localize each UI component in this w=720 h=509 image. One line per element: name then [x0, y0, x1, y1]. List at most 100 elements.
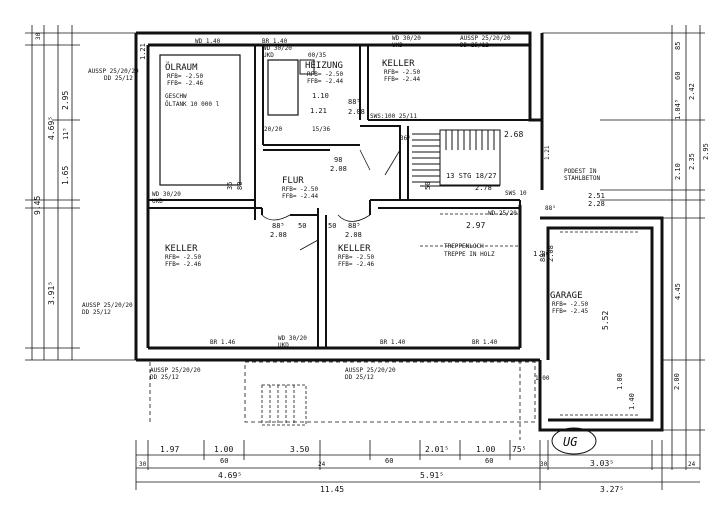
- podest-label: PODEST IN: [564, 168, 597, 175]
- dim-value: 4.69⁵: [218, 471, 242, 480]
- opening-label: WD 25/20: [488, 210, 517, 217]
- door-swings: [261, 149, 401, 251]
- dim-value: 20/20: [264, 126, 282, 133]
- room-name: HEIZUNG: [305, 61, 343, 71]
- stairwell-opening: [420, 213, 520, 247]
- left-dimensions: 9.45 4.69⁵ 3.91⁵ 2.95 1.65 11⁵ 30: [33, 32, 70, 305]
- dim-value: 2.95: [61, 91, 70, 110]
- opening-label: BR 1.40: [380, 339, 406, 346]
- dim-value: 11.45: [320, 485, 344, 494]
- dim-value: 88⁵: [539, 249, 547, 262]
- opening-label: UKD: [263, 52, 274, 59]
- dim-value: 1.97: [160, 445, 179, 454]
- dim-value: 60: [674, 72, 682, 80]
- room-name: KELLER: [338, 244, 371, 254]
- dim-value: 85: [674, 42, 682, 50]
- dim-value: 88⁵: [545, 205, 556, 212]
- dim-value: 5.52: [601, 311, 610, 330]
- opening-label: BR 1.40: [472, 339, 498, 346]
- dim-value: 11⁵: [62, 127, 70, 140]
- opening-label: AUSSP 25/20/20: [460, 35, 511, 42]
- dim-value: 2.68: [504, 130, 523, 139]
- dim-value: 30: [540, 461, 548, 468]
- dim-value: 88⁵: [348, 98, 361, 106]
- dim-value: 2.78: [475, 184, 492, 192]
- dim-value: 80: [236, 182, 244, 190]
- room-rfb: RFB= -2.50: [384, 69, 421, 76]
- dim-value: 35: [226, 182, 234, 190]
- opening-label: UKD: [152, 198, 163, 205]
- dim-lines-left: [25, 25, 136, 361]
- dim-value: 30: [139, 461, 147, 468]
- opening-label: DD 25/12: [460, 42, 489, 49]
- bottom-dimensions: 1.97 1.00 3.50 2.01⁵ 1.00 75⁵ 60 60 60 4…: [139, 445, 696, 494]
- dim-lines-bottom: [135, 440, 700, 490]
- dim-value: 2.08: [348, 108, 365, 116]
- room-rfb: RFB= -2.50: [552, 301, 589, 308]
- room-rfb: RFB= -2.50: [282, 186, 319, 193]
- dim-value: 30: [35, 32, 42, 40]
- dim-value: 88⁵: [272, 222, 285, 230]
- room-garage: GARAGE RFB= -2.50 FFB= -2.45: [550, 291, 589, 315]
- stair-count: 13 STG 18/27: [446, 172, 497, 180]
- opening-label: WD 30/20: [263, 45, 292, 52]
- inner-walls: [148, 45, 530, 348]
- dim-value: 98: [334, 156, 342, 164]
- opening-labels: WD 1.40 WD 30/20 UKD BR 1.40 WD 30/20 UK…: [82, 35, 527, 381]
- dim-value: 2.35: [688, 153, 696, 170]
- opening-label: BR 1.46: [210, 339, 236, 346]
- room-ffb: FFB= -2.45: [552, 308, 589, 315]
- boiler-small: [299, 59, 315, 75]
- dim-value: 2.95: [702, 143, 710, 160]
- treppenloch-label: TREPPENLOCH: [444, 243, 484, 250]
- dim-value: 24: [688, 461, 696, 468]
- opening-label: AUSSP 25/20/20: [150, 367, 201, 374]
- dim-value: 1.00: [476, 445, 495, 454]
- room-oelraum: ÖLRAUM RFB= -2.50 FFB= -2.46 GESCHW ÖLTA…: [165, 62, 220, 108]
- outer-walls: [134, 31, 664, 432]
- opening-label: AUSSP 25/20/20: [82, 302, 133, 309]
- opening-label: WD 30/20: [152, 191, 181, 198]
- opening-label: SWS:100 25/11: [370, 113, 417, 120]
- dim-value: 3.27⁵: [600, 485, 624, 494]
- dim-value: 24: [318, 461, 326, 468]
- dim-value: 1.40: [628, 393, 636, 410]
- room-heizung: HEIZUNG RFB= -2.50 FFB= -2.44: [305, 61, 344, 85]
- dim-value: 50: [328, 222, 336, 230]
- inner-dimensions: 1.10 1.21 88⁵ 2.08 15/36 20/20 98 2.08 8…: [264, 92, 605, 382]
- dim-value: 2.42: [688, 83, 696, 100]
- dim-value: 2.08: [330, 165, 347, 173]
- dim-value: 5.91⁵: [420, 471, 444, 480]
- dim-value: 1.10: [312, 92, 329, 100]
- room-ffb: FFB= -2.46: [338, 261, 375, 268]
- room-name: KELLER: [165, 244, 198, 254]
- opening-label: DD 25/12: [82, 309, 111, 316]
- opening-label: AUSSP 25/20/20: [345, 367, 396, 374]
- opening-label: UKD: [392, 42, 403, 49]
- dim-value: 2.10: [674, 163, 682, 180]
- oil-tank-outline: [159, 54, 241, 186]
- dim-value: 60: [485, 457, 493, 465]
- opening-label: WD 30/20: [392, 35, 421, 42]
- opening-label: DD 25/12: [345, 374, 374, 381]
- room-flur: FLUR RFB= -2.50 FFB= -2.44: [282, 176, 319, 200]
- garage-door: [560, 231, 640, 416]
- treppenloch-label: TREPPE IN HOLZ: [444, 251, 495, 258]
- room-extra: ÖLTANK 10 000 l: [165, 101, 220, 108]
- podest-label: STAHLBETON: [564, 175, 601, 182]
- dim-value: 36⁵: [400, 135, 411, 142]
- room-rfb: RFB= -2.50: [338, 254, 375, 261]
- room-keller-sw: KELLER RFB= -2.50 FFB= -2.46: [165, 244, 202, 268]
- dim-lines-right: [542, 25, 705, 470]
- dim-value: 60: [220, 457, 228, 465]
- dim-value: 3.50: [290, 445, 309, 454]
- dim-value: 1.00: [214, 445, 233, 454]
- room-keller-ne: KELLER RFB= -2.50 FFB= -2.44: [382, 59, 421, 83]
- stair-labels: 13 STG 18/27 PODEST IN STAHLBETON TREPPE…: [444, 168, 601, 258]
- opening-label: BR 1.40: [262, 38, 288, 45]
- dim-value: 2.97: [466, 221, 485, 230]
- plan-label-circle: [551, 427, 597, 455]
- room-name: ÖLRAUM: [165, 62, 198, 73]
- room-ffb: FFB= -2.44: [307, 78, 344, 85]
